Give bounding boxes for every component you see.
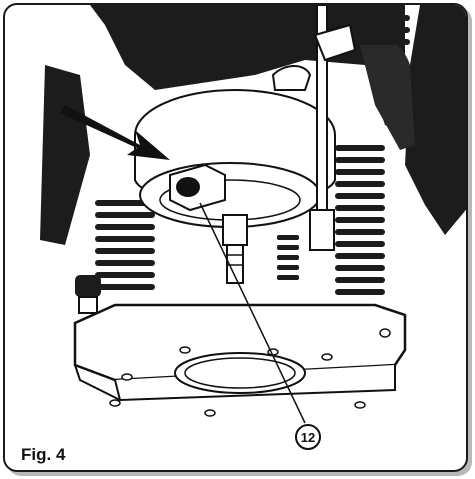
right-springs xyxy=(335,15,410,295)
callout-12: 12 xyxy=(295,424,321,450)
router-illustration xyxy=(40,5,466,424)
figure-label: Fig. 4 xyxy=(21,445,66,464)
figure-frame: Fig. 4 12 xyxy=(3,3,468,472)
left-springs xyxy=(95,200,155,290)
